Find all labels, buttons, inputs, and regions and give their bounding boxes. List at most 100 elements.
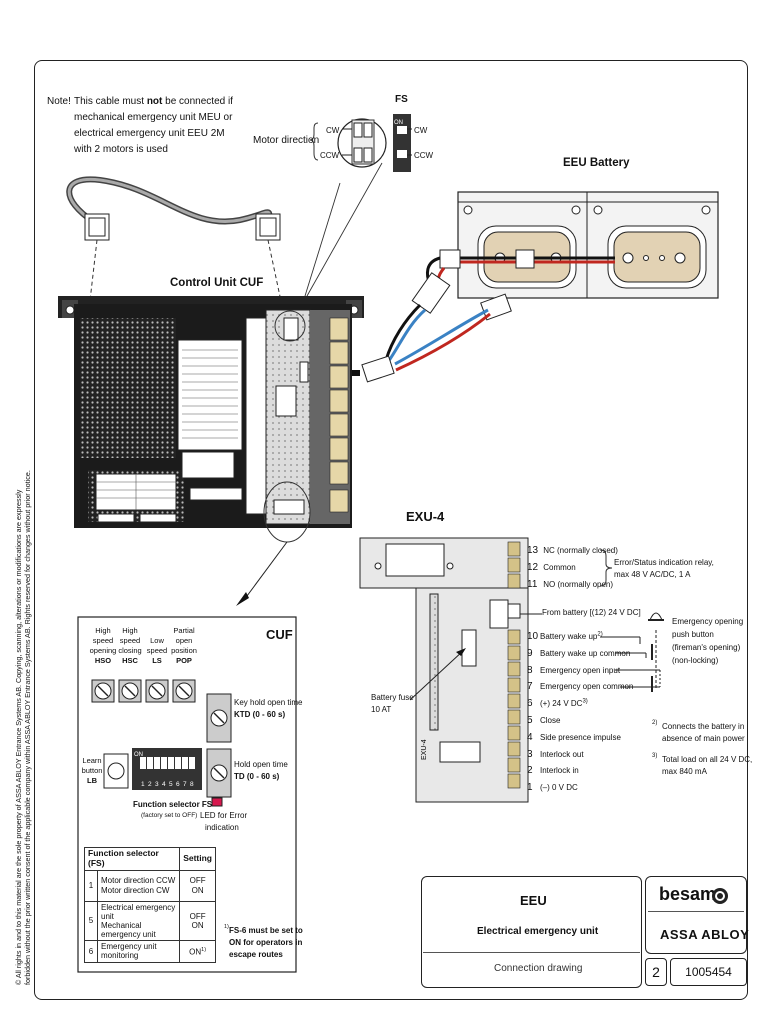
pushbutton-label-4: (non-locking) [672,656,719,665]
title-block-subtitle: Electrical emergency unit [477,926,599,937]
dip-number-8: 8 [190,781,194,788]
pot-pop-abbr: POP [176,656,192,665]
note-line-2: mechanical emergency unit MEU or [74,112,233,123]
cuf-dip-on: ON [134,752,143,758]
relay-row-12: 12 Common [527,562,576,574]
learn-label-1: Learn [82,756,102,765]
pot-hso-abbr: HSO [94,656,112,665]
pot-ls-l2: Low [150,636,164,645]
relay-bracket [599,549,613,587]
control-unit-cuf [58,296,364,606]
pot-hsc-l3: closing [118,646,142,655]
note-line-1: This cable must not be connected if [74,96,233,108]
dip-number-7: 7 [183,781,187,788]
relay-text-11: NO (normally open) [543,580,614,589]
title-block-divider [423,952,640,953]
footnote-2-line-1: Connects the battery in [662,722,745,731]
pot-label-pop: Partial open position POP [168,626,200,666]
table-row-1-s2: ON [191,885,204,895]
terminal-num-7: 7 [527,681,533,693]
brand-block [645,876,747,954]
eeu-battery [439,191,719,299]
terminal-num-3: 3 [527,748,533,760]
relay-num-13: 13 [527,545,539,556]
emergency-pushbutton-wiring [600,612,664,692]
exu4-title: EXU-4 [406,509,445,524]
relay-note-1: Error/Status indication relay, [614,558,714,567]
terminal-text-10: Battery wake up [540,632,598,641]
terminal-row-1: 1(–) 0 V DC [527,782,633,799]
pushbutton-label-2: push button [672,630,714,639]
relay-num-11: 11 [527,579,538,590]
terminal-text-4: Side presence impulse [540,732,621,742]
fs6-footnote-num: 1) [224,924,229,930]
pot-pop-l1: Partial [173,626,195,635]
battery-cables [361,256,512,383]
pot-ls-l3: speed [146,646,168,655]
td-label-1: Hold open time [234,760,288,769]
terminal-num-5: 5 [527,714,533,726]
dip-number-3: 3 [155,781,159,788]
learn-label-abbr: LB [87,776,97,785]
dip-number-4: 4 [162,781,166,788]
fs-factory-note: (factory set to OFF) [141,812,198,819]
table-row-1-a: Motor direction CCW [101,876,176,886]
footnote-3-num: 3) [652,753,658,759]
table-row-5-s1: OFF [189,911,206,921]
terminal-text-5: Close [540,715,561,725]
pot-ls-abbr: LS [152,656,162,665]
fs6-footnote-line-3: escape routes [229,950,283,959]
dip-number-1: 1 [141,781,145,788]
relay-row-13: 13 NC (normally closed) [527,545,618,557]
note-line-1-pre: This cable must [74,96,147,107]
drawing-number: 1005454 [670,958,747,986]
pushbutton-label-1: Emergency opening [672,617,744,626]
terminal-text-9: Battery wake up common [540,648,631,658]
title-block-drawing-type: Connection drawing [494,963,583,974]
table-row-6-sup: 1) [201,946,207,953]
terminal-sup-10: 2) [597,631,603,638]
function-selector-table: Function selector (FS) Setting 1 Motor d… [83,847,216,963]
fs-selector-label: Function selector FS [133,800,213,809]
table-row-1-s1: OFF [189,876,206,886]
pot-pop-l2: open [175,636,193,645]
terminal-num-2: 2 [527,765,533,777]
dip-number-5: 5 [169,781,173,788]
terminal-text-7: Emergency open common [540,682,634,692]
terminal-text-1: (–) 0 V DC [540,783,578,793]
pot-hso-l2: speed [92,636,114,645]
terminal-sup-6: 3) [582,698,588,705]
relay-num-12: 12 [527,562,539,573]
pot-label-hso: High speed opening HSO [89,626,117,666]
terminal-row-5: 5 Close [527,715,633,732]
pot-hsc-abbr: HSC [122,656,138,665]
ktd-label-1: Key hold open time [234,698,303,707]
eeu-battery-title: EEU Battery [563,157,630,169]
pot-pop-l3: position [171,646,197,655]
control-unit-title: Control Unit CUF [170,277,264,289]
led-label-1: LED for Error [200,811,248,820]
title-block-title: EEU [520,893,547,908]
pot-hsc-l1: High [122,626,138,635]
dip-number-2: 2 [148,781,152,788]
note-label: Note! [47,96,71,107]
cuf-dip-numbers: 1 2 3 4 5 6 7 8 [141,781,194,788]
exu4-side-label: EXU-4 [421,739,428,760]
table-row-6-setting: ON1) [179,940,216,963]
table-row-6-s1: ON [189,947,202,957]
terminal-num-8: 8 [527,664,533,676]
note-line-3: electrical emergency unit EEU 2M [74,128,225,139]
terminal-num-10: 10 [527,631,539,642]
table-row-5-b: Mechanical emergency unit [101,920,156,940]
motor-cw-label: CW [326,126,340,135]
table-row-5-s2: ON [191,920,204,930]
